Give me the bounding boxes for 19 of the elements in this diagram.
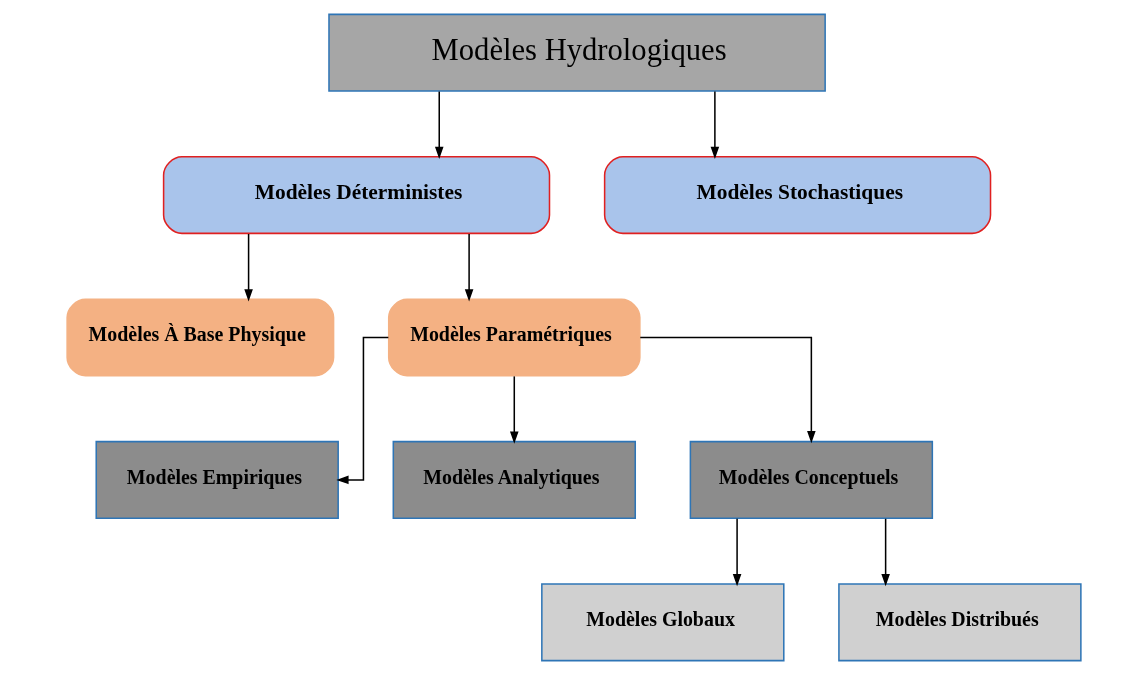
arrow [732,518,742,587]
arrow [464,233,474,302]
arrow [244,233,253,302]
node-box: Modèles Hydrologiques [328,13,826,92]
arrow [639,336,816,444]
node-box: Modèles Analytiques [392,440,636,519]
arrow [881,518,890,587]
arrow [434,90,444,160]
node-box: Modèles Déterministes [162,156,551,235]
node-box: Modèles Globaux [541,583,785,662]
node-box: Modèles Empiriques [95,440,339,519]
node-box: Modèles Stochastiques [603,156,992,235]
node-box: Modèles Conceptuels [689,440,934,519]
arrow [336,336,390,485]
arrow [710,90,720,160]
node-box: Modèles À Base Physique [66,298,335,377]
arrow [510,375,519,444]
node-box: Modèles Paramétriques [387,298,641,377]
node-box: Modèles Distribués [838,583,1082,662]
